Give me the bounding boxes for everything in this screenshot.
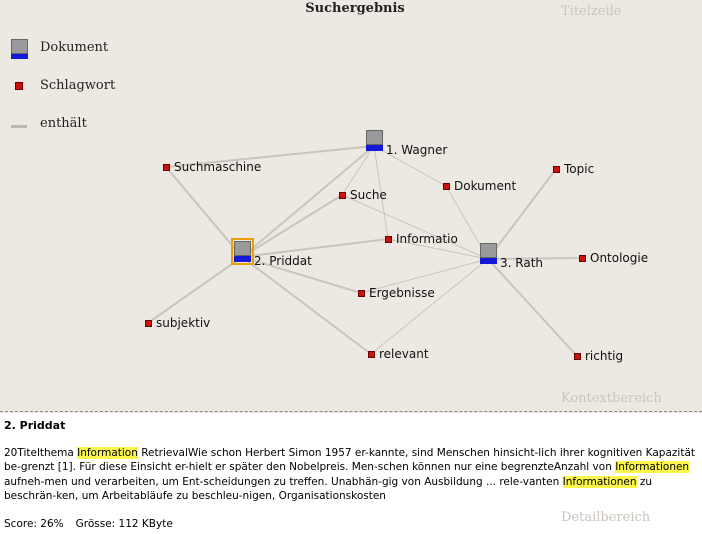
graph-edge xyxy=(241,145,375,258)
legend-edge-label: enthält xyxy=(40,116,87,131)
keyword-node-suche[interactable] xyxy=(339,192,346,199)
detail-text-part: RetrievalWie schon Herbert Simon 1957 er… xyxy=(4,447,696,474)
region-label-context: Kontextbereich xyxy=(561,391,662,406)
keyword-label[interactable]: richtig xyxy=(585,349,624,363)
graph-edge xyxy=(165,145,375,168)
keyword-label[interactable]: Dokument xyxy=(454,179,517,193)
graph-edge xyxy=(487,168,557,260)
keyword-label[interactable]: Ergebnisse xyxy=(369,286,435,300)
detail-text-part: aufneh-men und verarbeiten, um Ent-schei… xyxy=(4,475,563,488)
graph-edge xyxy=(487,257,583,260)
graph-edge xyxy=(360,258,489,294)
graph-edge xyxy=(241,238,389,258)
keyword-node-informatio[interactable] xyxy=(385,236,392,243)
document-label[interactable]: 1. Wagner xyxy=(386,143,448,157)
graph-edge xyxy=(341,145,375,196)
keyword-node-ontologie[interactable] xyxy=(579,255,586,262)
keyword-node-suchmaschine[interactable] xyxy=(163,164,170,171)
keyword-node-subjektiv[interactable] xyxy=(145,320,152,327)
detail-text-part: 20Titelthema xyxy=(4,447,78,459)
region-label-detail: Detailbereich xyxy=(561,510,651,525)
keyword-node-ergebnisse[interactable] xyxy=(358,290,365,297)
detail-title: 2. Priddat xyxy=(4,419,66,432)
keyword-label[interactable]: Topic xyxy=(564,162,595,176)
graph-edge xyxy=(373,145,447,187)
highlight-term: Informationen xyxy=(615,461,690,474)
graph-edge xyxy=(370,258,489,355)
page-title: Suchergebnis xyxy=(305,1,405,16)
graph-edge xyxy=(387,238,489,260)
detail-panel: 2. Priddat 20Titelthema Information Retr… xyxy=(0,413,702,534)
highlight-term: Information xyxy=(77,447,138,459)
splitter[interactable] xyxy=(0,411,702,412)
graph-edge xyxy=(341,194,489,260)
detail-meta: Score: 26% Grösse: 112 KByte xyxy=(4,518,185,530)
graph-edge xyxy=(487,258,578,357)
graph-edge xyxy=(147,256,243,324)
graph-edge xyxy=(241,194,343,258)
keyword-label[interactable]: subjektiv xyxy=(156,316,211,330)
graph-area: Suchergebnis Titelzeile Dokument Schlagw… xyxy=(11,1,662,406)
keyword-label[interactable]: Suchmaschine xyxy=(174,160,262,174)
legend-keyword-label: Schlagwort xyxy=(40,78,116,93)
keyword-node-richtig[interactable] xyxy=(574,353,581,360)
document-node-wagner[interactable] xyxy=(366,130,383,151)
legend-document-icon xyxy=(11,39,28,59)
highlight-term: Informationen xyxy=(562,475,637,488)
document-label[interactable]: 3. Rath xyxy=(500,256,544,270)
document-node-rath[interactable] xyxy=(480,243,497,264)
graph-edge xyxy=(373,145,389,240)
graph-edge xyxy=(165,166,243,258)
region-label-title: Titelzeile xyxy=(561,4,622,19)
legend-edge-icon xyxy=(11,125,27,128)
size-text: Grösse: 112 KByte xyxy=(75,518,173,530)
graph-edge xyxy=(241,256,372,355)
legend-keyword-icon xyxy=(15,82,23,90)
graph-edges xyxy=(147,145,583,357)
keyword-node-topic[interactable] xyxy=(553,166,560,173)
document-node-priddat[interactable] xyxy=(231,238,254,265)
score-text: Score: 26% xyxy=(4,518,64,530)
keyword-node-dokument[interactable] xyxy=(443,183,450,190)
keyword-label[interactable]: Suche xyxy=(350,188,387,202)
detail-text: 20Titelthema Information RetrievalWie sc… xyxy=(4,446,696,504)
legend-document-label: Dokument xyxy=(40,40,109,55)
keyword-label[interactable]: Ontologie xyxy=(590,251,649,265)
keyword-node-relevant[interactable] xyxy=(368,351,375,358)
document-label[interactable]: 2. Priddat xyxy=(254,254,312,268)
graph-edge xyxy=(241,256,362,294)
detail-text-part: zu beschrän-ken, um Arbeitabläufe zu bes… xyxy=(4,475,653,503)
keyword-label[interactable]: relevant xyxy=(379,347,429,361)
keyword-label[interactable]: Informatio xyxy=(396,232,458,246)
